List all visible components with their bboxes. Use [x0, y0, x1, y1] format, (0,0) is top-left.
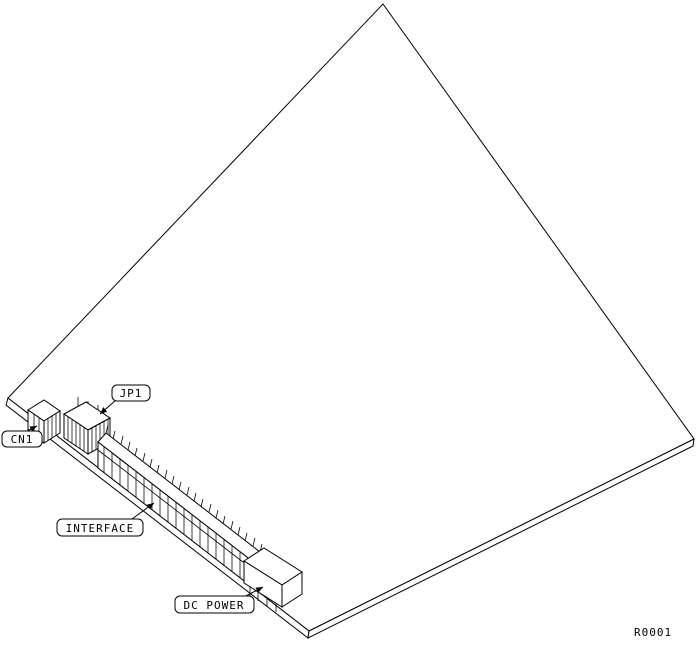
dc-power-pins [249, 587, 277, 612]
interface-leader-line [131, 502, 155, 520]
jp1-contacts [67, 417, 109, 452]
interface-callout-box [56, 518, 144, 537]
interface-slot-line [97, 449, 253, 570]
interface-callout: INTERFACE [56, 502, 155, 537]
jp1-callout-box [111, 384, 151, 402]
cn1-label: CN1 [11, 433, 34, 446]
dc-power-callout-box [174, 595, 255, 614]
callouts: JP1 CN1 INTERFACE DC POWER [1, 384, 264, 614]
jp1-label: JP1 [120, 387, 143, 400]
ref-code: R0001 [634, 626, 672, 639]
dc-power-label: DC POWER [184, 599, 245, 612]
board-top-face [7, 3, 695, 632]
dc-power-callout: DC POWER [174, 586, 264, 614]
interface-label: INTERFACE [66, 522, 135, 535]
dc-power-leader-line [245, 586, 264, 597]
jp1-callout: JP1 [99, 384, 151, 415]
cn1-callout-box [1, 430, 43, 448]
cn1-leader-line [26, 425, 38, 432]
dc-power-connector [243, 547, 303, 612]
board-edge-right-thickness [307, 438, 695, 639]
circuit-board [5, 3, 695, 639]
jp1-leader-line [99, 399, 117, 415]
cn1-callout: CN1 [1, 425, 43, 448]
